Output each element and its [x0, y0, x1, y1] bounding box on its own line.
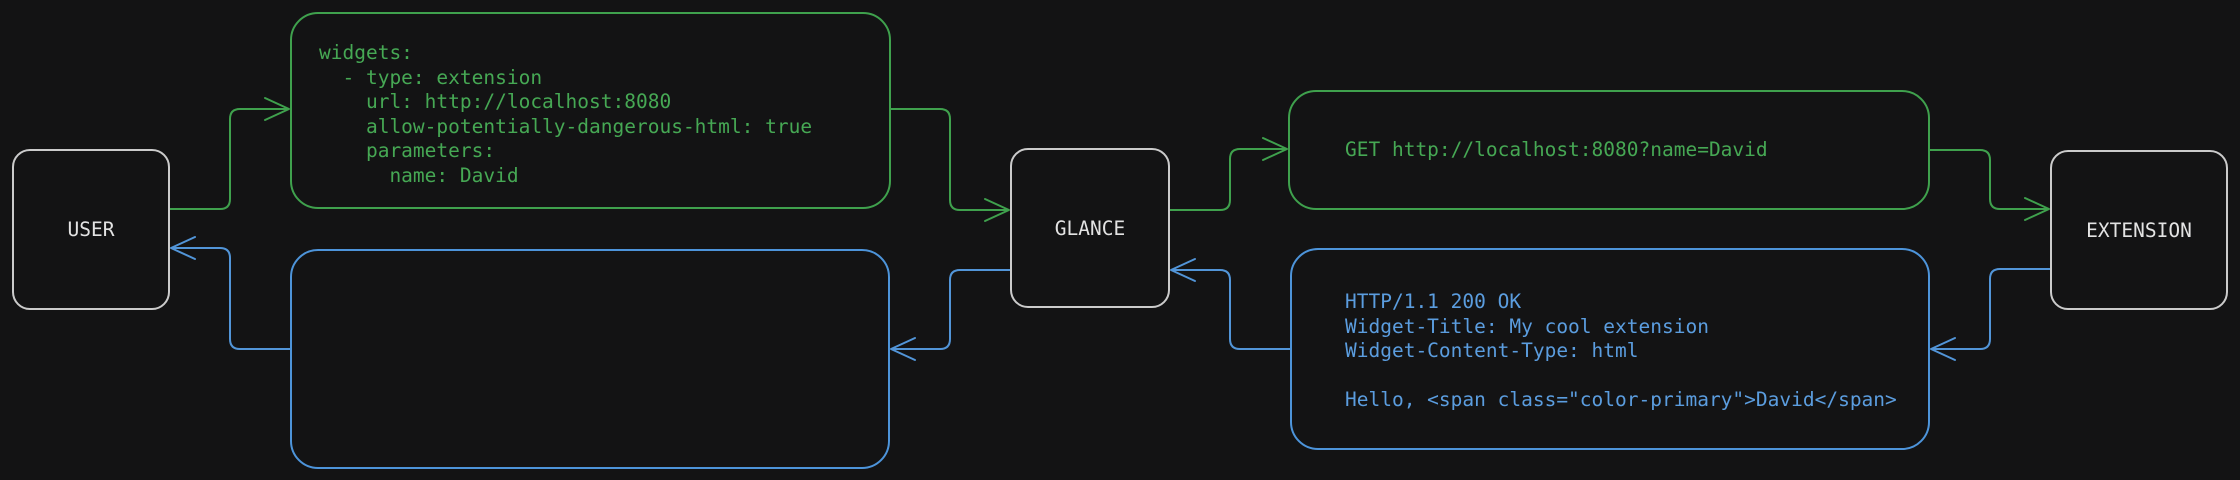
- widget-to-user-connector: [170, 236, 291, 350]
- user-node-label: USER: [67, 218, 115, 241]
- user-to-config-connector: [169, 97, 290, 210]
- extension-node-label: EXTENSION: [2086, 218, 2192, 242]
- user-node: USER: [12, 149, 170, 310]
- yaml-config-code: widgets: - type: extension url: http://l…: [319, 41, 813, 187]
- arrowhead-icon: [984, 198, 1010, 222]
- glance-node: GLANCE: [1010, 148, 1170, 308]
- yaml-config-box: widgets: - type: extension url: http://l…: [290, 12, 891, 209]
- http-request-box: GET http://localhost:8080?name=David: [1288, 90, 1930, 210]
- arrowhead-icon: [1262, 137, 1288, 161]
- arrowhead-icon: [170, 236, 196, 260]
- arrowhead-icon: [2024, 197, 2050, 221]
- arrowhead-icon: [264, 97, 290, 121]
- extension-node: EXTENSION: [2050, 150, 2228, 310]
- response-to-glance-connector: [1170, 258, 1291, 350]
- arrowhead-icon: [1930, 337, 1956, 361]
- arrowhead-icon: [1170, 258, 1196, 282]
- arrowhead-icon: [890, 337, 916, 361]
- config-to-glance-connector: [890, 108, 1010, 222]
- http-request-text: GET http://localhost:8080?name=David: [1345, 137, 1768, 161]
- widget-preview-box: MY COOL EXTENSION Hello, David: [290, 249, 890, 469]
- request-to-extension-connector: [1929, 149, 2050, 221]
- glance-to-request-connector: [1169, 137, 1288, 211]
- extension-to-response-connector: [1930, 268, 2051, 361]
- glance-node-label: GLANCE: [1054, 216, 1126, 240]
- glance-to-widget-connector: [890, 269, 1011, 361]
